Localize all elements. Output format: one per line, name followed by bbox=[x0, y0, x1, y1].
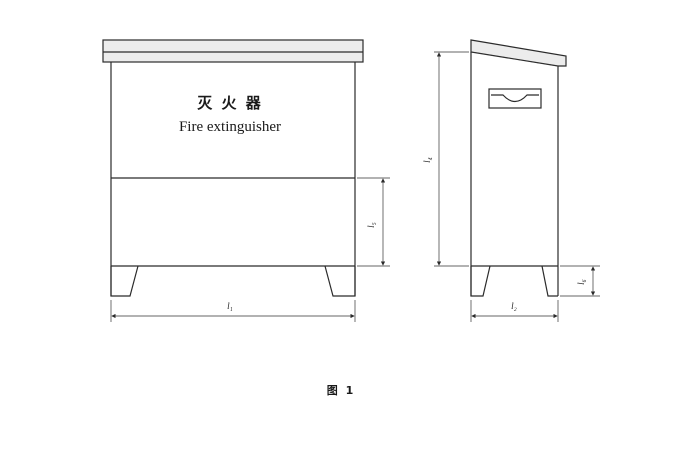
dimension-label-l1: l₁ bbox=[227, 301, 233, 311]
figure-caption: 图 1 bbox=[327, 384, 355, 397]
dimension-label-l2: l₂ bbox=[511, 301, 517, 311]
side-front-leg bbox=[470, 265, 491, 297]
side-back-leg bbox=[541, 265, 558, 297]
front-left-leg bbox=[110, 265, 139, 297]
dimension-label-l6: l₆ bbox=[576, 279, 586, 285]
dimension-label-l4: l₄ bbox=[422, 157, 432, 163]
cabinet-label-cn: 灭 火 器 bbox=[196, 94, 262, 112]
side-view: l₄ l₆ l₂ bbox=[422, 39, 600, 322]
dimension-label-l5: l₅ bbox=[366, 222, 376, 228]
cabinet-label-en: Fire extinguisher bbox=[179, 119, 281, 135]
front-view: 灭 火 器 Fire extinguisher l₁ l₅ bbox=[102, 39, 390, 322]
side-lid bbox=[470, 39, 567, 67]
front-right-leg bbox=[324, 265, 356, 297]
handle-icon bbox=[488, 88, 542, 109]
front-lid bbox=[102, 39, 364, 63]
